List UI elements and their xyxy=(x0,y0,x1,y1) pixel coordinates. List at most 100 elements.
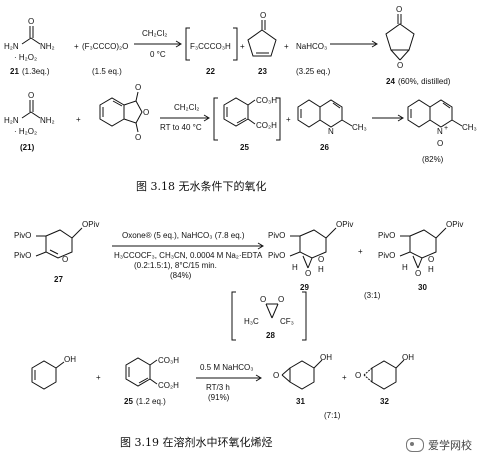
tfaa-formula: (F₃CCCO)₂O xyxy=(82,42,128,51)
solvent-label: CH₂Cl₂ xyxy=(174,103,199,112)
cyclohexenol-structure: OH xyxy=(31,355,76,390)
dioxirane-structure-28: O O H₃C CF₃ xyxy=(244,295,294,326)
peracid-group: CO₃H xyxy=(158,356,179,365)
reagent-line-2: H₃CCOCF₃, CH₃CN, 0.0004 M Na₂·EDTA xyxy=(114,251,263,260)
condition-line-3: (91%) xyxy=(208,393,230,402)
dioxirane-cf3: CF₃ xyxy=(280,317,294,326)
peracid-formula: F₃CCCO₃H xyxy=(190,42,231,51)
compound-21-label: 21 xyxy=(10,67,19,76)
dioxirane-o: O xyxy=(260,295,266,304)
h-atom: H xyxy=(402,263,408,272)
ring-o: O xyxy=(62,255,68,264)
temperature-label: 0 °C xyxy=(150,50,166,59)
watermark-text: 爱学网校 xyxy=(428,439,472,452)
wechat-logo-icon xyxy=(406,438,424,452)
product-ratio: (7:1) xyxy=(324,411,341,420)
epoxide-o: O xyxy=(273,371,279,380)
epoxycyclopentanone-structure: O O xyxy=(385,5,415,70)
hydroxyl-group: OH xyxy=(402,353,414,362)
monoperphthalic-acid-structure: CO₃H CO₂H xyxy=(125,356,179,390)
pivo-group-2: PivO xyxy=(268,251,285,260)
compound-25-label: 25 xyxy=(124,397,133,406)
urea-h2o2: · H₂O₂ xyxy=(14,53,37,62)
plus-sign: + xyxy=(342,373,347,382)
peracid-group: CO₃H xyxy=(256,96,277,105)
pivo-group-1: PivO xyxy=(378,231,395,240)
compound-32-label: 32 xyxy=(380,397,389,406)
urea-nh2-left: H₂N xyxy=(4,42,19,51)
quinaldine-n: N xyxy=(328,127,334,136)
tfaa-equiv: (1.5 eq.) xyxy=(92,67,122,76)
noxide-plus-charge: + xyxy=(444,125,448,132)
anhydride-o-top: O xyxy=(135,83,141,92)
condition-line-1: 0.5 M NaHCO₃ xyxy=(200,363,254,372)
hydroxyl-group: OH xyxy=(64,355,76,364)
compound-25-equiv: (1.2 eq.) xyxy=(136,397,166,406)
dioxirane-o: O xyxy=(278,295,284,304)
urea-hydrogen-peroxide: O H₂N NH₂ · H₂O₂ (21) xyxy=(4,91,55,152)
anhydride-o-bottom: O xyxy=(135,133,141,142)
temperature-label: RT to 40 °C xyxy=(160,123,202,132)
urea-nh2-right: NH₂ xyxy=(40,42,55,51)
monoperphthalic-acid-structure: CO₃H CO₂H xyxy=(223,96,277,130)
urea-nh2-right: NH₂ xyxy=(40,116,55,125)
ring-o: O xyxy=(428,255,434,264)
plus-sign: + xyxy=(240,42,245,51)
quinaldine-structure: N CH₃ xyxy=(297,99,367,136)
plus-sign: + xyxy=(76,115,81,124)
nahco3-formula: NaHCO₃ xyxy=(296,42,327,51)
opiv-group: OPiv xyxy=(336,220,353,229)
compound-30-label: 30 xyxy=(418,283,427,292)
carbonyl-o: O xyxy=(396,5,402,14)
compound-24-yield: (60%, distilled) xyxy=(398,77,451,86)
pivo-group-1: PivO xyxy=(268,231,285,240)
pivo-group-1: PivO xyxy=(14,231,31,240)
compound-21-equiv: (1.3eq.) xyxy=(22,67,50,76)
epoxide-o: O xyxy=(415,269,421,278)
compound-31-label: 31 xyxy=(296,397,305,406)
ring-o: O xyxy=(318,255,324,264)
urea-carbonyl-o: O xyxy=(28,17,34,26)
plus-sign: + xyxy=(358,247,363,256)
urea-hydrogen-peroxide: O H₂N NH₂ · H₂O₂ 21 (1.3eq.) xyxy=(4,17,55,76)
h-atom: H xyxy=(292,263,298,272)
dioxirane-methyl: H₃C xyxy=(244,317,259,326)
compound-24-label: 24 xyxy=(386,77,395,86)
phthalic-anhydride-structure: O O O xyxy=(99,83,149,142)
plus-sign: + xyxy=(286,115,291,124)
diastereomer-ratio: (3:1) xyxy=(364,291,381,300)
noxide-n: N xyxy=(437,127,443,136)
urea-h2o2: · H₂O₂ xyxy=(14,127,37,136)
epoxide-o: O xyxy=(397,61,403,70)
epoxy-alcohol-structure-32: OH O xyxy=(355,353,414,390)
solvent-label: CH₂Cl₂ xyxy=(142,29,167,38)
condition-line-2: RT/3 h xyxy=(206,383,230,392)
nahco3-equiv: (3.25 eq.) xyxy=(296,67,331,76)
compound-22-label: 22 xyxy=(206,67,215,76)
h-atom: H xyxy=(428,265,434,274)
cyclopentenone-structure: O xyxy=(247,11,277,57)
noxide-methyl: CH₃ xyxy=(462,123,477,132)
watermark: 爱学网校 xyxy=(406,437,472,453)
h-atom: H xyxy=(318,265,324,274)
compound-28-label: 28 xyxy=(266,331,275,340)
carbonyl-o: O xyxy=(260,11,266,20)
figure-caption-3-18: 图 3.18 无水条件下的氧化 xyxy=(136,179,267,193)
compound-29-label: 29 xyxy=(300,283,309,292)
glucal-structure-27: OPiv O PivO PivO xyxy=(14,220,99,264)
compound-21-label: (21) xyxy=(20,143,35,152)
pivo-group-2: PivO xyxy=(14,251,31,260)
plus-sign: + xyxy=(96,373,101,382)
urea-carbonyl-o: O xyxy=(28,91,34,100)
reagent-line-4: (84%) xyxy=(170,271,192,280)
plus-sign: + xyxy=(74,42,79,51)
noxide-o: O xyxy=(437,139,443,148)
reagent-line-1: Oxone® (5 eq.), NaHCO₃ (7.8 eq.) xyxy=(122,231,245,240)
noxide-yield: (82%) xyxy=(422,155,444,164)
compound-26-label: 26 xyxy=(320,143,329,152)
epoxide-o: O xyxy=(355,371,361,380)
compound-23-label: 23 xyxy=(258,67,267,76)
hydroxyl-group: OH xyxy=(320,353,332,362)
